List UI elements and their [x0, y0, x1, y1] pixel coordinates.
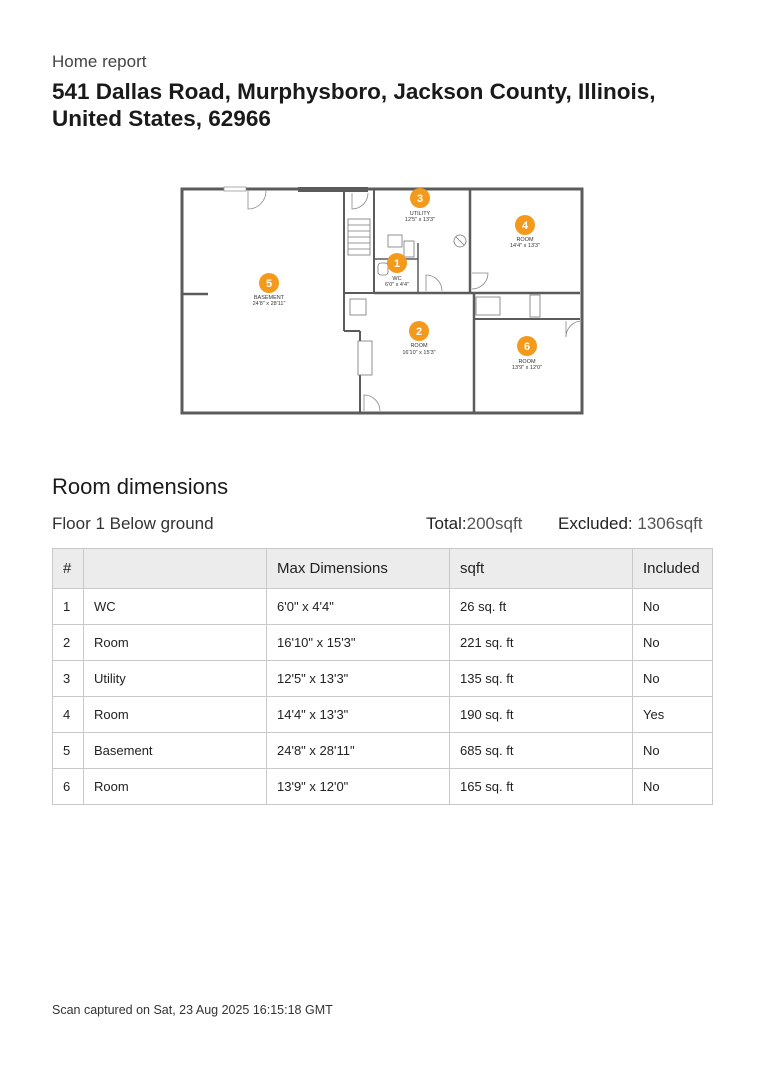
room-dims-4: 14'4" x 13'3": [510, 243, 540, 249]
room-marker-1: 1: [387, 253, 407, 273]
table-header-row: # Max Dimensions sqft Included: [52, 548, 713, 589]
svg-text:1: 1: [394, 258, 400, 270]
table-row: 3 Utility 12'5" x 13'3" 135 sq. ft No: [52, 660, 713, 697]
table-row: 5 Basement 24'8" x 28'11" 685 sq. ft No: [52, 732, 713, 769]
cell-included: No: [632, 588, 713, 625]
svg-text:4: 4: [522, 220, 529, 232]
cell-sqft: 135 sq. ft: [449, 660, 633, 697]
cell-room: Basement: [83, 732, 267, 769]
cell-sqft: 685 sq. ft: [449, 732, 633, 769]
room-label-5: BASEMENT: [254, 295, 285, 301]
room-dims-6: 13'9" x 12'0": [512, 365, 542, 371]
col-included: Included: [632, 548, 713, 589]
cell-room: Room: [83, 624, 267, 661]
room-label-6: ROOM: [518, 359, 536, 365]
room-label-1: WC: [392, 276, 401, 282]
cell-dimensions: 16'10" x 15'3": [266, 624, 450, 661]
col-sqft: sqft: [449, 548, 633, 589]
floor-summary: Floor 1 Below ground Total:200sqft Exclu…: [52, 514, 713, 538]
cell-number: 6: [52, 768, 84, 805]
cell-room: Room: [83, 768, 267, 805]
cell-sqft: 190 sq. ft: [449, 696, 633, 733]
cell-room: Utility: [83, 660, 267, 697]
room-label-3: UTILITY: [410, 211, 431, 217]
excluded-label: Excluded:: [558, 514, 633, 533]
scan-timestamp: Scan captured on Sat, 23 Aug 2025 16:15:…: [52, 1003, 333, 1017]
total-area: Total:200sqft: [426, 514, 522, 534]
report-subtitle: Home report: [52, 52, 147, 71]
cell-number: 4: [52, 696, 84, 733]
col-room-name: [83, 548, 267, 589]
cell-number: 2: [52, 624, 84, 661]
cell-sqft: 26 sq. ft: [449, 588, 633, 625]
total-label: Total:: [426, 514, 467, 533]
floor-plan: 1 WC 6'0" x 4'4" 2 ROOM 16'10" x 15'3" 3…: [180, 186, 584, 415]
col-number: #: [52, 548, 84, 589]
cell-dimensions: 13'9" x 12'0": [266, 768, 450, 805]
floor-name: Floor 1 Below ground: [52, 514, 214, 533]
room-dims-5: 24'8" x 28'11": [253, 301, 286, 307]
svg-text:2: 2: [416, 326, 422, 338]
svg-text:5: 5: [266, 278, 272, 290]
excluded-area: Excluded: 1306sqft: [558, 514, 703, 534]
room-marker-4: 4: [515, 215, 535, 235]
cell-dimensions: 14'4" x 13'3": [266, 696, 450, 733]
cell-included: No: [632, 624, 713, 661]
cell-dimensions: 12'5" x 13'3": [266, 660, 450, 697]
room-marker-6: 6: [517, 336, 537, 356]
cell-room: Room: [83, 696, 267, 733]
section-title: Room dimensions: [52, 474, 229, 499]
total-value: 200sqft: [466, 514, 523, 533]
table-row: 2 Room 16'10" x 15'3" 221 sq. ft No: [52, 624, 713, 661]
room-dimensions-table: # Max Dimensions sqft Included 1 WC 6'0"…: [52, 548, 713, 805]
room-marker-5: 5: [259, 273, 279, 293]
property-address: 541 Dallas Road, Murphysboro, Jackson Co…: [52, 79, 656, 131]
cell-sqft: 165 sq. ft: [449, 768, 633, 805]
cell-included: No: [632, 732, 713, 769]
cell-number: 3: [52, 660, 84, 697]
cell-number: 1: [52, 588, 84, 625]
cell-included: Yes: [632, 696, 713, 733]
room-dims-1: 6'0" x 4'4": [385, 282, 409, 288]
table-row: 1 WC 6'0" x 4'4" 26 sq. ft No: [52, 588, 713, 625]
excluded-value: 1306sqft: [632, 514, 703, 533]
room-label-2: ROOM: [410, 343, 428, 349]
cell-dimensions: 24'8" x 28'11": [266, 732, 450, 769]
table-row: 4 Room 14'4" x 13'3" 190 sq. ft Yes: [52, 696, 713, 733]
room-marker-3: 3: [410, 188, 430, 208]
col-max-dimensions: Max Dimensions: [266, 548, 450, 589]
svg-text:6: 6: [524, 341, 530, 353]
cell-number: 5: [52, 732, 84, 769]
cell-dimensions: 6'0" x 4'4": [266, 588, 450, 625]
room-marker-2: 2: [409, 321, 429, 341]
room-dims-2: 16'10" x 15'3": [402, 350, 435, 356]
table-row: 6 Room 13'9" x 12'0" 165 sq. ft No: [52, 768, 713, 805]
svg-text:3: 3: [417, 193, 423, 205]
cell-room: WC: [83, 588, 267, 625]
cell-included: No: [632, 660, 713, 697]
cell-sqft: 221 sq. ft: [449, 624, 633, 661]
room-label-4: ROOM: [516, 237, 534, 243]
room-dims-3: 12'5" x 13'3": [405, 217, 435, 223]
cell-included: No: [632, 768, 713, 805]
